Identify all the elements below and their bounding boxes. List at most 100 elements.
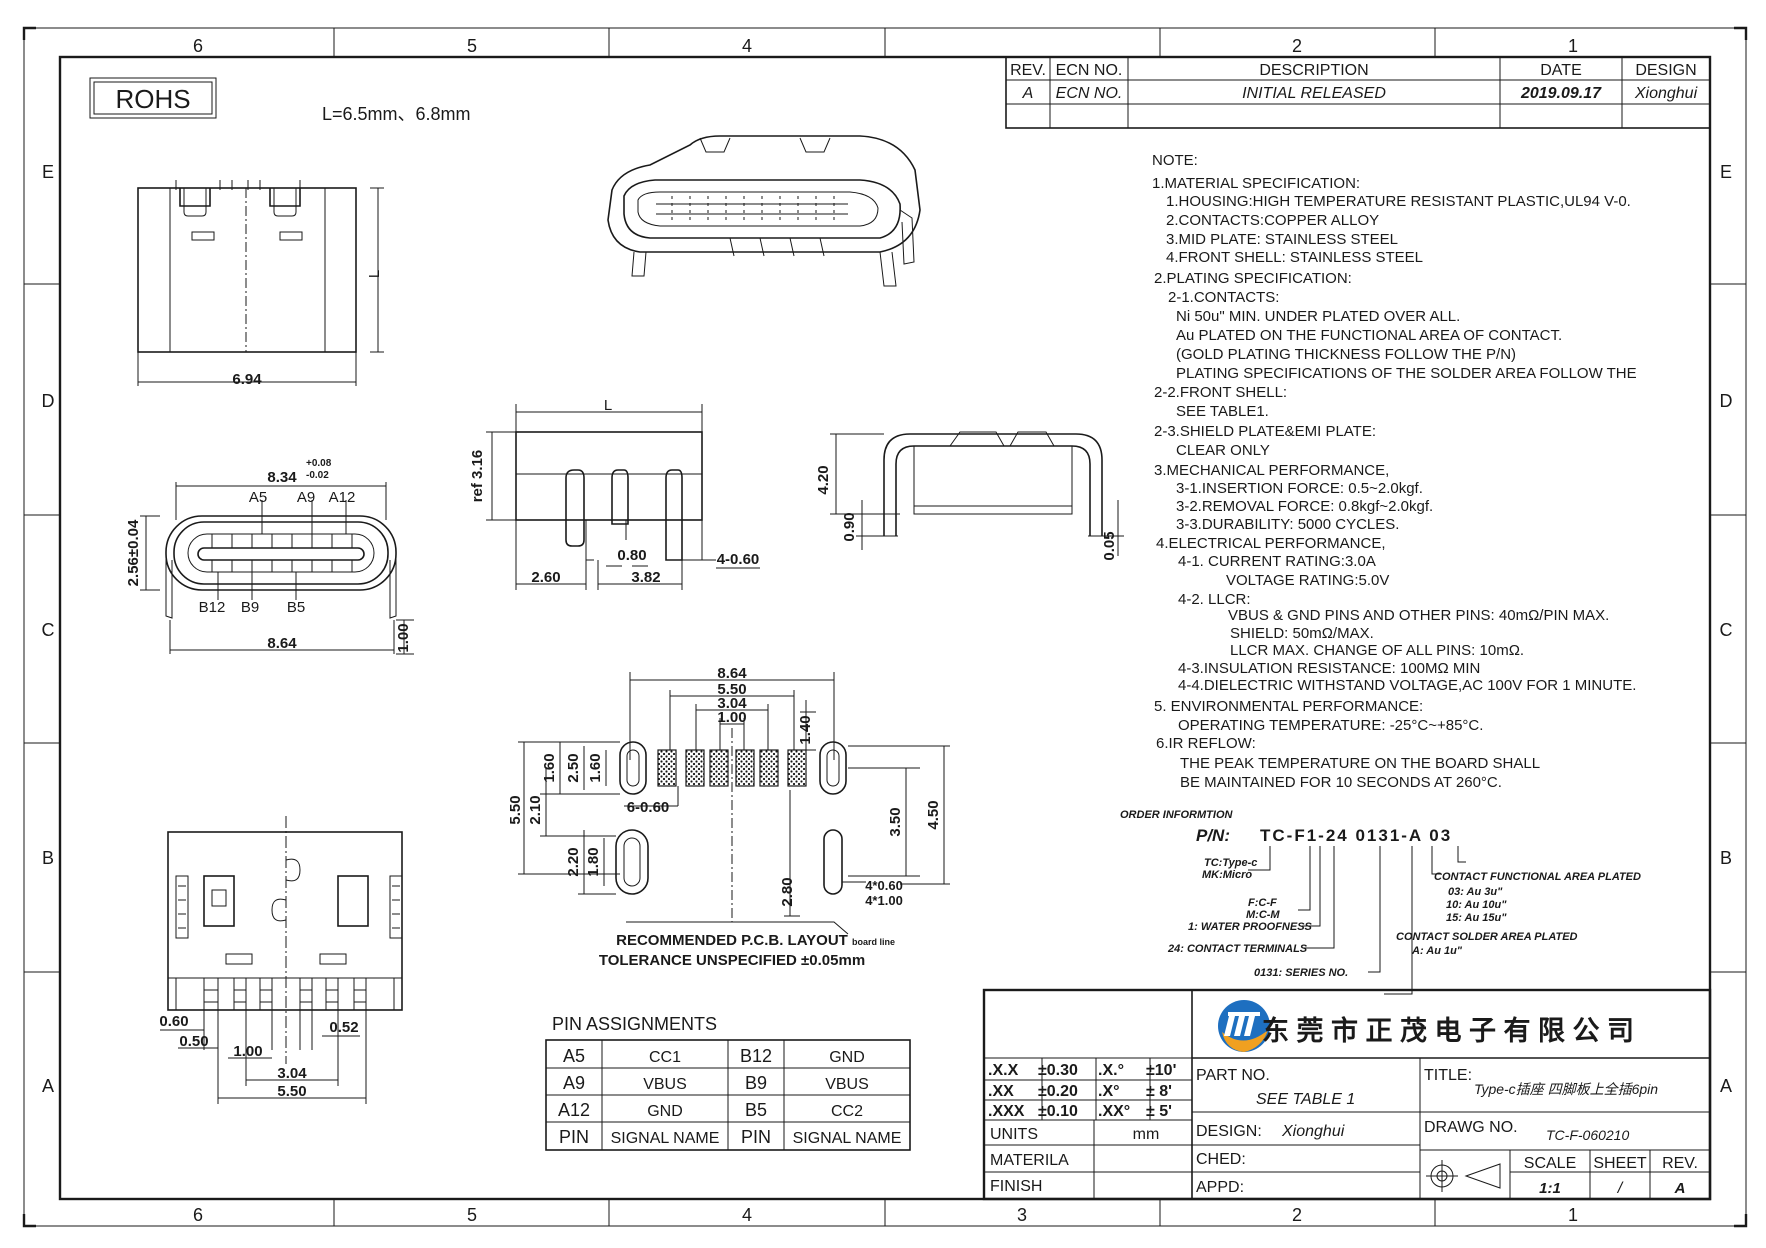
note-line: 3-1.INSERTION FORCE: 0.5~2.0kgf. bbox=[1176, 480, 1423, 497]
frame-labels: 6 5 4 2 1 6 5 4 3 2 1 E D C B A E D C B … bbox=[42, 36, 1733, 1225]
dim-side-4x060: 4-0.60 bbox=[717, 551, 760, 568]
col-top-5: 5 bbox=[467, 36, 477, 56]
dim-pcb-280: 2.80 bbox=[779, 877, 796, 906]
note-line: 3.MID PLATE: STAINLESS STEEL bbox=[1166, 231, 1398, 248]
rohs-box: ROHS bbox=[89, 77, 217, 119]
rev-label: REV. bbox=[1662, 1155, 1698, 1172]
rev-header-ecn: ECN NO. bbox=[1056, 62, 1123, 79]
tol-cell: ±10' bbox=[1146, 1062, 1176, 1079]
design-value: Xionghui bbox=[1281, 1123, 1345, 1140]
dim-side-382: 3.82 bbox=[631, 569, 660, 586]
dim-pcb-450: 4.50 bbox=[925, 800, 942, 829]
order-functional-10: 10: Au 10u" bbox=[1446, 899, 1507, 911]
note-line: PLATING SPECIFICATIONS OF THE SOLDER ARE… bbox=[1176, 365, 1637, 382]
dim-front-pin-len: 1.00 bbox=[395, 623, 412, 652]
dim-pcb-350: 3.50 bbox=[887, 807, 904, 836]
part-no-label: PART NO. bbox=[1196, 1067, 1270, 1084]
scale-label: SCALE bbox=[1524, 1155, 1576, 1172]
dim-bot-550: 5.50 bbox=[277, 1083, 306, 1100]
order-functional-15: 15: Au 15u" bbox=[1446, 912, 1507, 924]
pin-label-b12: B12 bbox=[199, 599, 226, 616]
note-line: CLEAR ONLY bbox=[1176, 442, 1270, 459]
tol-cell: ±0.20 bbox=[1038, 1083, 1078, 1100]
rev-header-date: DATE bbox=[1540, 62, 1581, 79]
notes-block: NOTE: 1.MATERIAL SPECIFICATION: 1.HOUSIN… bbox=[1152, 152, 1637, 791]
dim-front-tol-dn: -0.02 bbox=[306, 470, 329, 481]
pin-cell: A5 bbox=[563, 1046, 585, 1066]
order-series: 0131: SERIES NO. bbox=[1254, 967, 1348, 979]
tol-cell: ± 5' bbox=[1146, 1103, 1172, 1120]
note-line: Ni 50u" MIN. UNDER PLATED OVER ALL. bbox=[1176, 308, 1460, 325]
dim-pcb-100: 1.00 bbox=[717, 709, 746, 726]
dim-pcb-160b: 1.60 bbox=[587, 753, 604, 782]
col-top-1: 1 bbox=[1568, 36, 1578, 56]
note-line: 3-3.DURABILITY: 5000 CYCLES. bbox=[1176, 516, 1399, 533]
pn-value: TC-F1-24 0131-A 03 bbox=[1260, 826, 1452, 845]
note-line: 2.PLATING SPECIFICATION: bbox=[1154, 270, 1352, 287]
row-right-e: E bbox=[1720, 162, 1732, 182]
company-logo-icon bbox=[1218, 1000, 1270, 1052]
bottom-view: 0.60 0.50 1.00 0.52 3.04 5.50 bbox=[159, 816, 403, 1104]
length-note: L=6.5mm、6.8mm bbox=[322, 104, 471, 124]
dim-pcb-304: 3.04 bbox=[717, 695, 747, 712]
row-right-c: C bbox=[1720, 620, 1733, 640]
dim-pcb-180: 1.80 bbox=[585, 847, 602, 876]
sheet-label: SHEET bbox=[1593, 1155, 1647, 1172]
col-bot-1: 1 bbox=[1568, 1205, 1578, 1225]
rev-row-design: Xionghui bbox=[1634, 85, 1698, 102]
dim-rear-090: 0.90 bbox=[841, 512, 858, 541]
pin-label-b9: B9 bbox=[241, 599, 259, 616]
row-left-a: A bbox=[42, 1076, 54, 1096]
dim-pcb-250: 2.50 bbox=[565, 753, 582, 782]
row-left-e: E bbox=[42, 162, 54, 182]
dim-bot-050: 0.50 bbox=[179, 1033, 208, 1050]
pin-cell: VBUS bbox=[643, 1076, 687, 1093]
dim-pcb-864: 8.64 bbox=[717, 665, 747, 682]
tol-cell: ± 8' bbox=[1146, 1083, 1172, 1100]
col-top-6: 6 bbox=[193, 36, 203, 56]
scale-value: 1:1 bbox=[1539, 1180, 1561, 1197]
drawg-label: DRAWG NO. bbox=[1424, 1119, 1518, 1136]
dim-side-L: L bbox=[604, 397, 612, 414]
finish-label: FINISH bbox=[990, 1178, 1042, 1195]
tol-cell: .X° bbox=[1098, 1083, 1120, 1100]
pin-cell: SIGNAL NAME bbox=[793, 1130, 902, 1147]
units-label: UNITS bbox=[990, 1126, 1038, 1143]
row-right-b: B bbox=[1720, 848, 1732, 868]
pin-cell: A12 bbox=[558, 1100, 590, 1120]
dim-bot-060: 0.60 bbox=[159, 1013, 188, 1030]
note-line: 2.CONTACTS:COPPER ALLOY bbox=[1166, 212, 1379, 229]
dim-top-width: 6.94 bbox=[232, 371, 262, 388]
dim-bot-052: 0.52 bbox=[329, 1019, 358, 1036]
drawg-value: TC-F-060210 bbox=[1546, 1127, 1629, 1143]
note-line: 1.HOUSING:HIGH TEMPERATURE RESISTANT PLA… bbox=[1166, 193, 1631, 210]
rev-header-design: DESIGN bbox=[1635, 62, 1696, 79]
order-m: M:C-M bbox=[1246, 909, 1280, 921]
dim-pcb-160a: 1.60 bbox=[541, 753, 558, 782]
rev-header-description: DESCRIPTION bbox=[1259, 62, 1368, 79]
pin-cell: GND bbox=[647, 1103, 683, 1120]
revision-table: REV. ECN NO. DESCRIPTION DATE DESIGN A E… bbox=[1005, 56, 1711, 129]
dim-bot-100: 1.00 bbox=[233, 1043, 262, 1060]
note-line: 2-1.CONTACTS: bbox=[1168, 289, 1279, 306]
note-line: 4.FRONT SHELL: STAINLESS STEEL bbox=[1166, 249, 1423, 266]
col-bot-6: 6 bbox=[193, 1205, 203, 1225]
col-bot-5: 5 bbox=[467, 1205, 477, 1225]
note-line: LLCR MAX. CHANGE OF ALL PINS: 10mΩ. bbox=[1230, 642, 1524, 659]
note-line: 4-1. CURRENT RATING:3.0A bbox=[1178, 553, 1376, 570]
pn-label: P/N: bbox=[1196, 826, 1230, 845]
note-line: 6.IR REFLOW: bbox=[1156, 735, 1256, 752]
note-line: OPERATING TEMPERATURE: -25°C~+85°C. bbox=[1178, 717, 1483, 734]
tol-cell: ±0.10 bbox=[1038, 1103, 1078, 1120]
order-functional-03: 03: Au 3u" bbox=[1448, 886, 1503, 898]
side-view: L ref 3.16 2.60 0.80 3.82 4-0.60 bbox=[469, 397, 760, 590]
order-terminals: 24: CONTACT TERMINALS bbox=[1167, 943, 1308, 955]
rear-view: 4.20 0.90 0.05 bbox=[815, 431, 1124, 561]
tol-cell: ±0.30 bbox=[1038, 1062, 1078, 1079]
pcb-layout: 8.64 5.50 3.04 1.00 1.40 1.60 2.50 1.60 … bbox=[507, 665, 950, 969]
dim-pcb-6x060: 6-0.60 bbox=[627, 799, 670, 816]
appd-label: APPD: bbox=[1196, 1179, 1244, 1196]
order-title: ORDER INFORMTION bbox=[1120, 809, 1233, 821]
projection-symbol-icon bbox=[1426, 1160, 1501, 1192]
tol-cell: .XX° bbox=[1098, 1103, 1130, 1120]
